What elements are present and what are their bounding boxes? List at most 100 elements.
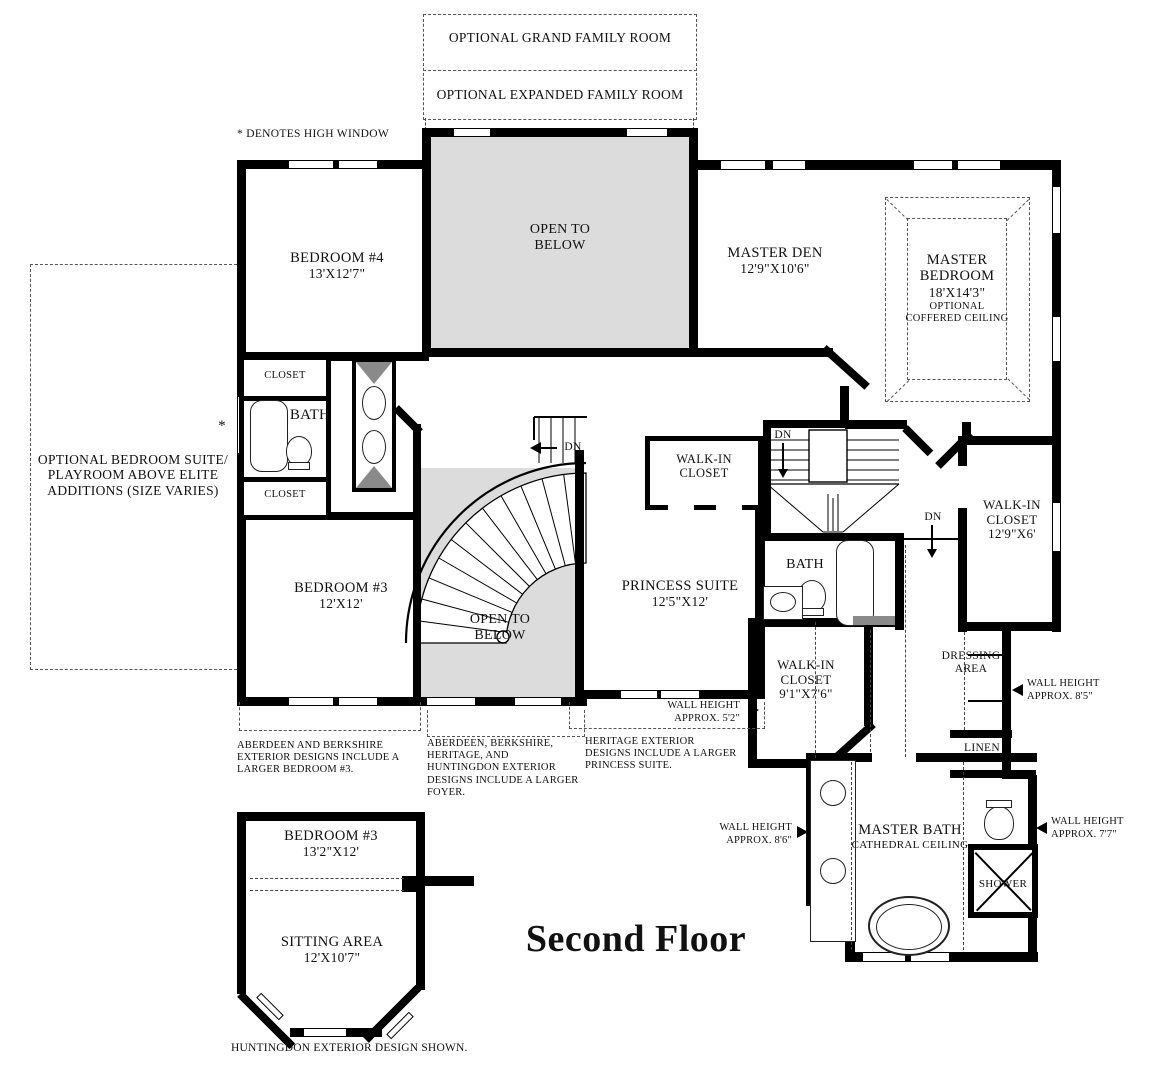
door-opening — [958, 466, 967, 508]
window — [957, 160, 1001, 170]
dressing-area-label: DRESSING AREA — [941, 650, 1001, 675]
optional-bedroom-suite-label: OPTIONAL BEDROOM SUITE/ PLAYROOM ABOVE E… — [37, 452, 229, 498]
window — [862, 952, 906, 962]
toilet — [286, 436, 312, 466]
wall-segment — [748, 618, 757, 768]
arrow-left — [1012, 684, 1023, 696]
wall-segment — [840, 386, 849, 426]
master-den-label: MASTER DEN 12'9"X10'6" — [727, 245, 823, 277]
arrow-down — [778, 469, 788, 478]
closet-dashed — [815, 622, 816, 758]
master-bedroom-label: MASTER BEDROOM 18'X14'3" OPTIONAL COFFER… — [905, 252, 1009, 324]
wall-segment — [413, 424, 421, 706]
sink — [820, 780, 846, 806]
window — [660, 690, 700, 699]
walk-in-closet-center-label: WALK-IN CLOSET — [676, 452, 732, 481]
wall-segment — [237, 812, 425, 821]
walk-in-closet-princess-label: WALK-IN CLOSET 9'1"X7'6" — [777, 657, 835, 702]
closet-lower-label: CLOSET — [264, 489, 306, 500]
niche-column — [362, 430, 386, 464]
wall-segment — [748, 759, 834, 768]
wall-segment — [422, 165, 431, 357]
window — [338, 160, 378, 169]
page-title: Second Floor — [525, 918, 747, 960]
wall-segment — [695, 160, 1060, 170]
wall-segment — [763, 420, 771, 540]
sink — [820, 858, 846, 884]
wall-segment — [416, 876, 474, 886]
optional-bedroom-suite-outline — [30, 264, 237, 670]
footnote-exterior-shown: HUNTINGDON EXTERIOR DESIGN SHOWN. — [231, 1042, 468, 1054]
toilet-tank — [288, 462, 310, 470]
arrow-left — [530, 442, 541, 454]
footnote-foyer: ABERDEEN, BERKSHIRE, HERITAGE, AND HUNTI… — [427, 738, 579, 798]
wall-height-master-bath-left: WALL HEIGHT APPROX. 8'6" — [719, 822, 792, 846]
wall-segment — [575, 450, 584, 698]
window — [620, 690, 658, 699]
arrow-right — [797, 826, 808, 838]
arrow-shaft — [782, 443, 784, 469]
princess-suite-label: PRINCESS SUITE 12'5"X12' — [621, 578, 739, 610]
shelf — [853, 616, 895, 625]
window — [1052, 502, 1061, 552]
stair-down-label: DN — [924, 511, 942, 523]
master-bath-label: MASTER BATH CATHEDRAL CEILING — [851, 822, 969, 852]
legend-high-window: * DENOTES HIGH WINDOW — [237, 128, 390, 140]
door-opening — [668, 500, 694, 510]
wall-segment — [748, 618, 874, 627]
window — [426, 697, 476, 706]
wall-segment — [422, 128, 698, 137]
wall-segment — [422, 348, 698, 357]
wall-segment — [422, 128, 431, 169]
linen-label: LINEN — [964, 742, 1000, 754]
window — [288, 160, 334, 169]
option-bracket — [427, 710, 585, 737]
walk-in-closet-master-label: WALK-IN CLOSET 12'9"X6' — [983, 497, 1041, 542]
wall-segment — [402, 876, 416, 892]
curved-staircase — [404, 416, 587, 644]
dashed-connector — [693, 118, 694, 130]
window — [1052, 186, 1061, 234]
master-staircase — [766, 429, 900, 533]
arrow-down — [927, 549, 937, 558]
window — [910, 952, 950, 962]
dressing-shelf — [968, 700, 1002, 702]
footnote-princess: HERITAGE EXTERIOR DESIGNS INCLUDE A LARG… — [585, 736, 737, 772]
alt-bedroom3-label: BEDROOM #3 13'2"X12' — [284, 828, 378, 860]
toilet-tank — [986, 800, 1012, 808]
open-to-below-upper-area — [431, 137, 689, 348]
wall-segment — [806, 753, 1037, 762]
window — [514, 697, 562, 706]
bedroom3-label: BEDROOM #3 12'X12' — [294, 580, 388, 612]
stair-down-label: DN — [774, 429, 792, 441]
wall-segment — [950, 770, 1012, 778]
option-bracket — [239, 702, 421, 731]
sink — [770, 592, 796, 612]
coffered-ceiling-outer — [885, 197, 1030, 402]
window — [913, 160, 953, 170]
shower-label: SHOWER — [978, 878, 1028, 890]
wall-segment — [763, 533, 904, 541]
hall-dashed — [870, 630, 871, 752]
wall-segment — [763, 420, 905, 428]
optional-grand-family-room-label: OPTIONAL GRAND FAMILY ROOM — [448, 30, 672, 45]
option-bracket — [569, 702, 765, 729]
closet-upper-label: CLOSET — [264, 370, 306, 381]
arrow-shaft — [539, 447, 557, 449]
optional-wall-dashed — [250, 890, 404, 891]
toilet — [984, 806, 1014, 840]
wall-segment — [845, 420, 907, 429]
window — [303, 1028, 347, 1037]
optional-expanded-family-room-label: OPTIONAL EXPANDED FAMILY ROOM — [436, 87, 684, 102]
wall-segment — [416, 884, 425, 990]
door-opening — [872, 753, 916, 762]
window — [720, 160, 766, 170]
window — [453, 128, 491, 137]
high-window-asterisk: * — [218, 418, 226, 434]
wall-height-dressing: WALL HEIGHT APPROX. 8'5" — [1027, 678, 1100, 702]
stair-down-label: DN — [564, 441, 582, 453]
toilet-tank — [800, 608, 824, 616]
wall-segment — [237, 812, 246, 994]
niche-column — [362, 386, 386, 420]
optional-family-room-outline — [423, 14, 697, 120]
